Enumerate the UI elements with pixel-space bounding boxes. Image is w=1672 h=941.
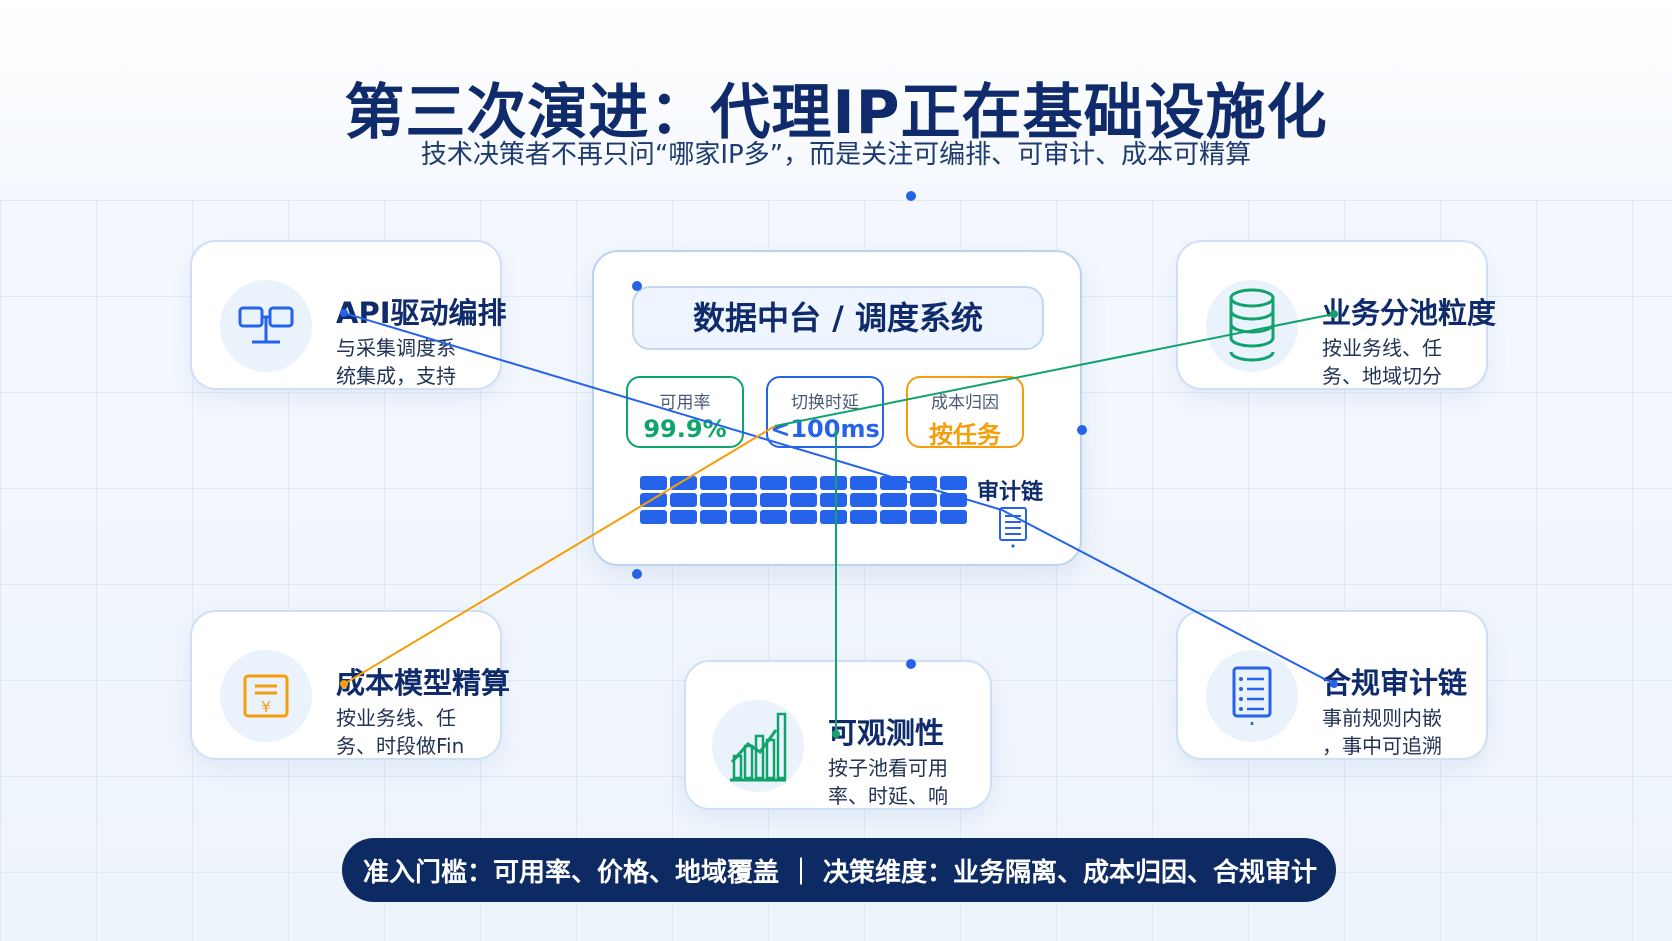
- card-title: 可观测性: [828, 716, 945, 750]
- card-icon-wrap: [1206, 280, 1298, 372]
- audit-document-icon: [999, 507, 1027, 548]
- ip-pool-block-grid: [640, 476, 990, 524]
- page-title: 第三次演进：代理IP正在基础设施化: [344, 78, 1328, 148]
- ip-block: [850, 476, 877, 490]
- ip-block: [700, 493, 727, 507]
- svg-text:¥: ¥: [261, 698, 271, 716]
- card-title: 合规审计链: [1322, 666, 1468, 700]
- ip-block: [880, 510, 907, 524]
- metric-switch-latency: 切换时延 <100ms: [766, 376, 884, 448]
- card-desc-line: 务、地域切分: [1322, 364, 1442, 388]
- card-desc: 与采集调度系 统集成，支持: [336, 334, 486, 390]
- card-business-pool: 业务分池粒度 按业务线、任 务、地域切分: [1176, 240, 1496, 390]
- card-icon-wrap: [712, 700, 804, 792]
- card-desc-line: 按业务线、任: [336, 706, 456, 730]
- ip-block: [880, 476, 907, 490]
- ip-block: [700, 510, 727, 524]
- ip-block: [730, 476, 757, 490]
- card-desc-line: 率、时延、响: [828, 784, 948, 808]
- hub-title: 数据中台 / 调度系统: [632, 286, 1044, 350]
- card-desc-line: 事前规则内嵌: [1322, 706, 1442, 730]
- metric-cost-attribution: 成本归因 按任务: [906, 376, 1024, 449]
- ip-block: [700, 476, 727, 490]
- ip-block: [940, 493, 967, 507]
- accent-dot: [906, 191, 916, 201]
- ip-block: [790, 510, 817, 524]
- metric-label: 可用率: [659, 393, 711, 413]
- ip-block: [670, 493, 697, 507]
- ip-block: [820, 510, 847, 524]
- card-desc: 按业务线、任 务、时段做Fin: [336, 704, 486, 760]
- metric-value: <100ms: [770, 415, 880, 443]
- ip-block: [760, 476, 787, 490]
- page-subtitle: 技术决策者不再只问“哪家IP多”，而是关注可编排、可审计、成本可精算: [420, 140, 1252, 170]
- ip-block: [670, 510, 697, 524]
- card-desc-line: 务、时段做Fin: [336, 734, 465, 758]
- card-desc-line: 统集成，支持: [336, 364, 456, 388]
- ip-block: [790, 493, 817, 507]
- ip-block: [820, 476, 847, 490]
- ip-block: [760, 493, 787, 507]
- ip-block: [880, 493, 907, 507]
- ip-block: [760, 510, 787, 524]
- card-desc: 事前规则内嵌 ，事中可追溯: [1322, 704, 1472, 760]
- accent-dot: [632, 569, 642, 579]
- invoice-yuan-icon: ¥: [243, 674, 289, 718]
- ip-block: [910, 493, 937, 507]
- card-desc: 按业务线、任 务、地域切分: [1322, 334, 1472, 390]
- card-title: 业务分池粒度: [1322, 296, 1497, 330]
- card-title: 成本模型精算: [336, 666, 511, 700]
- api-network-icon: [238, 306, 294, 344]
- ip-block: [730, 493, 757, 507]
- card-cost-model: ¥ 成本模型精算 按业务线、任 务、时段做Fin: [190, 610, 510, 760]
- metric-value: 按任务: [929, 421, 1001, 449]
- checklist-icon: [1232, 666, 1272, 725]
- ip-block: [790, 476, 817, 490]
- ip-block: [850, 510, 877, 524]
- ip-block: [820, 493, 847, 507]
- card-desc-line: 按子池看可用: [828, 756, 948, 780]
- metric-label: 成本归因: [931, 393, 999, 413]
- ip-block: [640, 476, 667, 490]
- ip-block: [910, 476, 937, 490]
- ip-block: [640, 493, 667, 507]
- data-hub-panel: 数据中台 / 调度系统 可用率 99.9% 切换时延 <100ms 成本归因 按…: [592, 250, 1082, 566]
- bar-chart-icon: [730, 712, 787, 782]
- card-compliance-audit: 合规审计链 事前规则内嵌 ，事中可追溯: [1176, 610, 1488, 760]
- footer-banner: [342, 838, 1336, 902]
- card-desc-line: 按业务线、任: [1322, 336, 1442, 360]
- card-icon-wrap: ¥: [220, 650, 312, 742]
- ip-block: [640, 510, 667, 524]
- card-icon-wrap: [220, 280, 312, 372]
- ip-block: [940, 510, 967, 524]
- card-desc: 按子池看可用 率、时延、响: [828, 754, 978, 810]
- card-desc-line: 与采集调度系: [336, 336, 456, 360]
- footer-text: 准入门槛：可用率、价格、地域覆盖 ｜ 决策维度：业务隔离、成本归因、合规审计: [362, 858, 1318, 888]
- audit-chain-label: 审计链: [977, 480, 1044, 505]
- metric-value: 99.9%: [643, 415, 727, 443]
- ip-block: [910, 510, 937, 524]
- ip-block: [850, 493, 877, 507]
- metric-label: 切换时延: [791, 393, 859, 413]
- ip-block: [730, 510, 757, 524]
- card-desc-line: ，事中可追溯: [1322, 734, 1442, 758]
- database-icon: [1229, 288, 1275, 362]
- card-api-orchestration: API驱动编排 与采集调度系 统集成，支持: [190, 240, 507, 390]
- card-title: API驱动编排: [336, 296, 507, 330]
- ip-block: [670, 476, 697, 490]
- metric-availability: 可用率 99.9%: [626, 376, 744, 448]
- card-observability: 可观测性 按子池看可用 率、时延、响: [684, 660, 992, 810]
- ip-block: [940, 476, 967, 490]
- card-icon-wrap: [1206, 650, 1298, 742]
